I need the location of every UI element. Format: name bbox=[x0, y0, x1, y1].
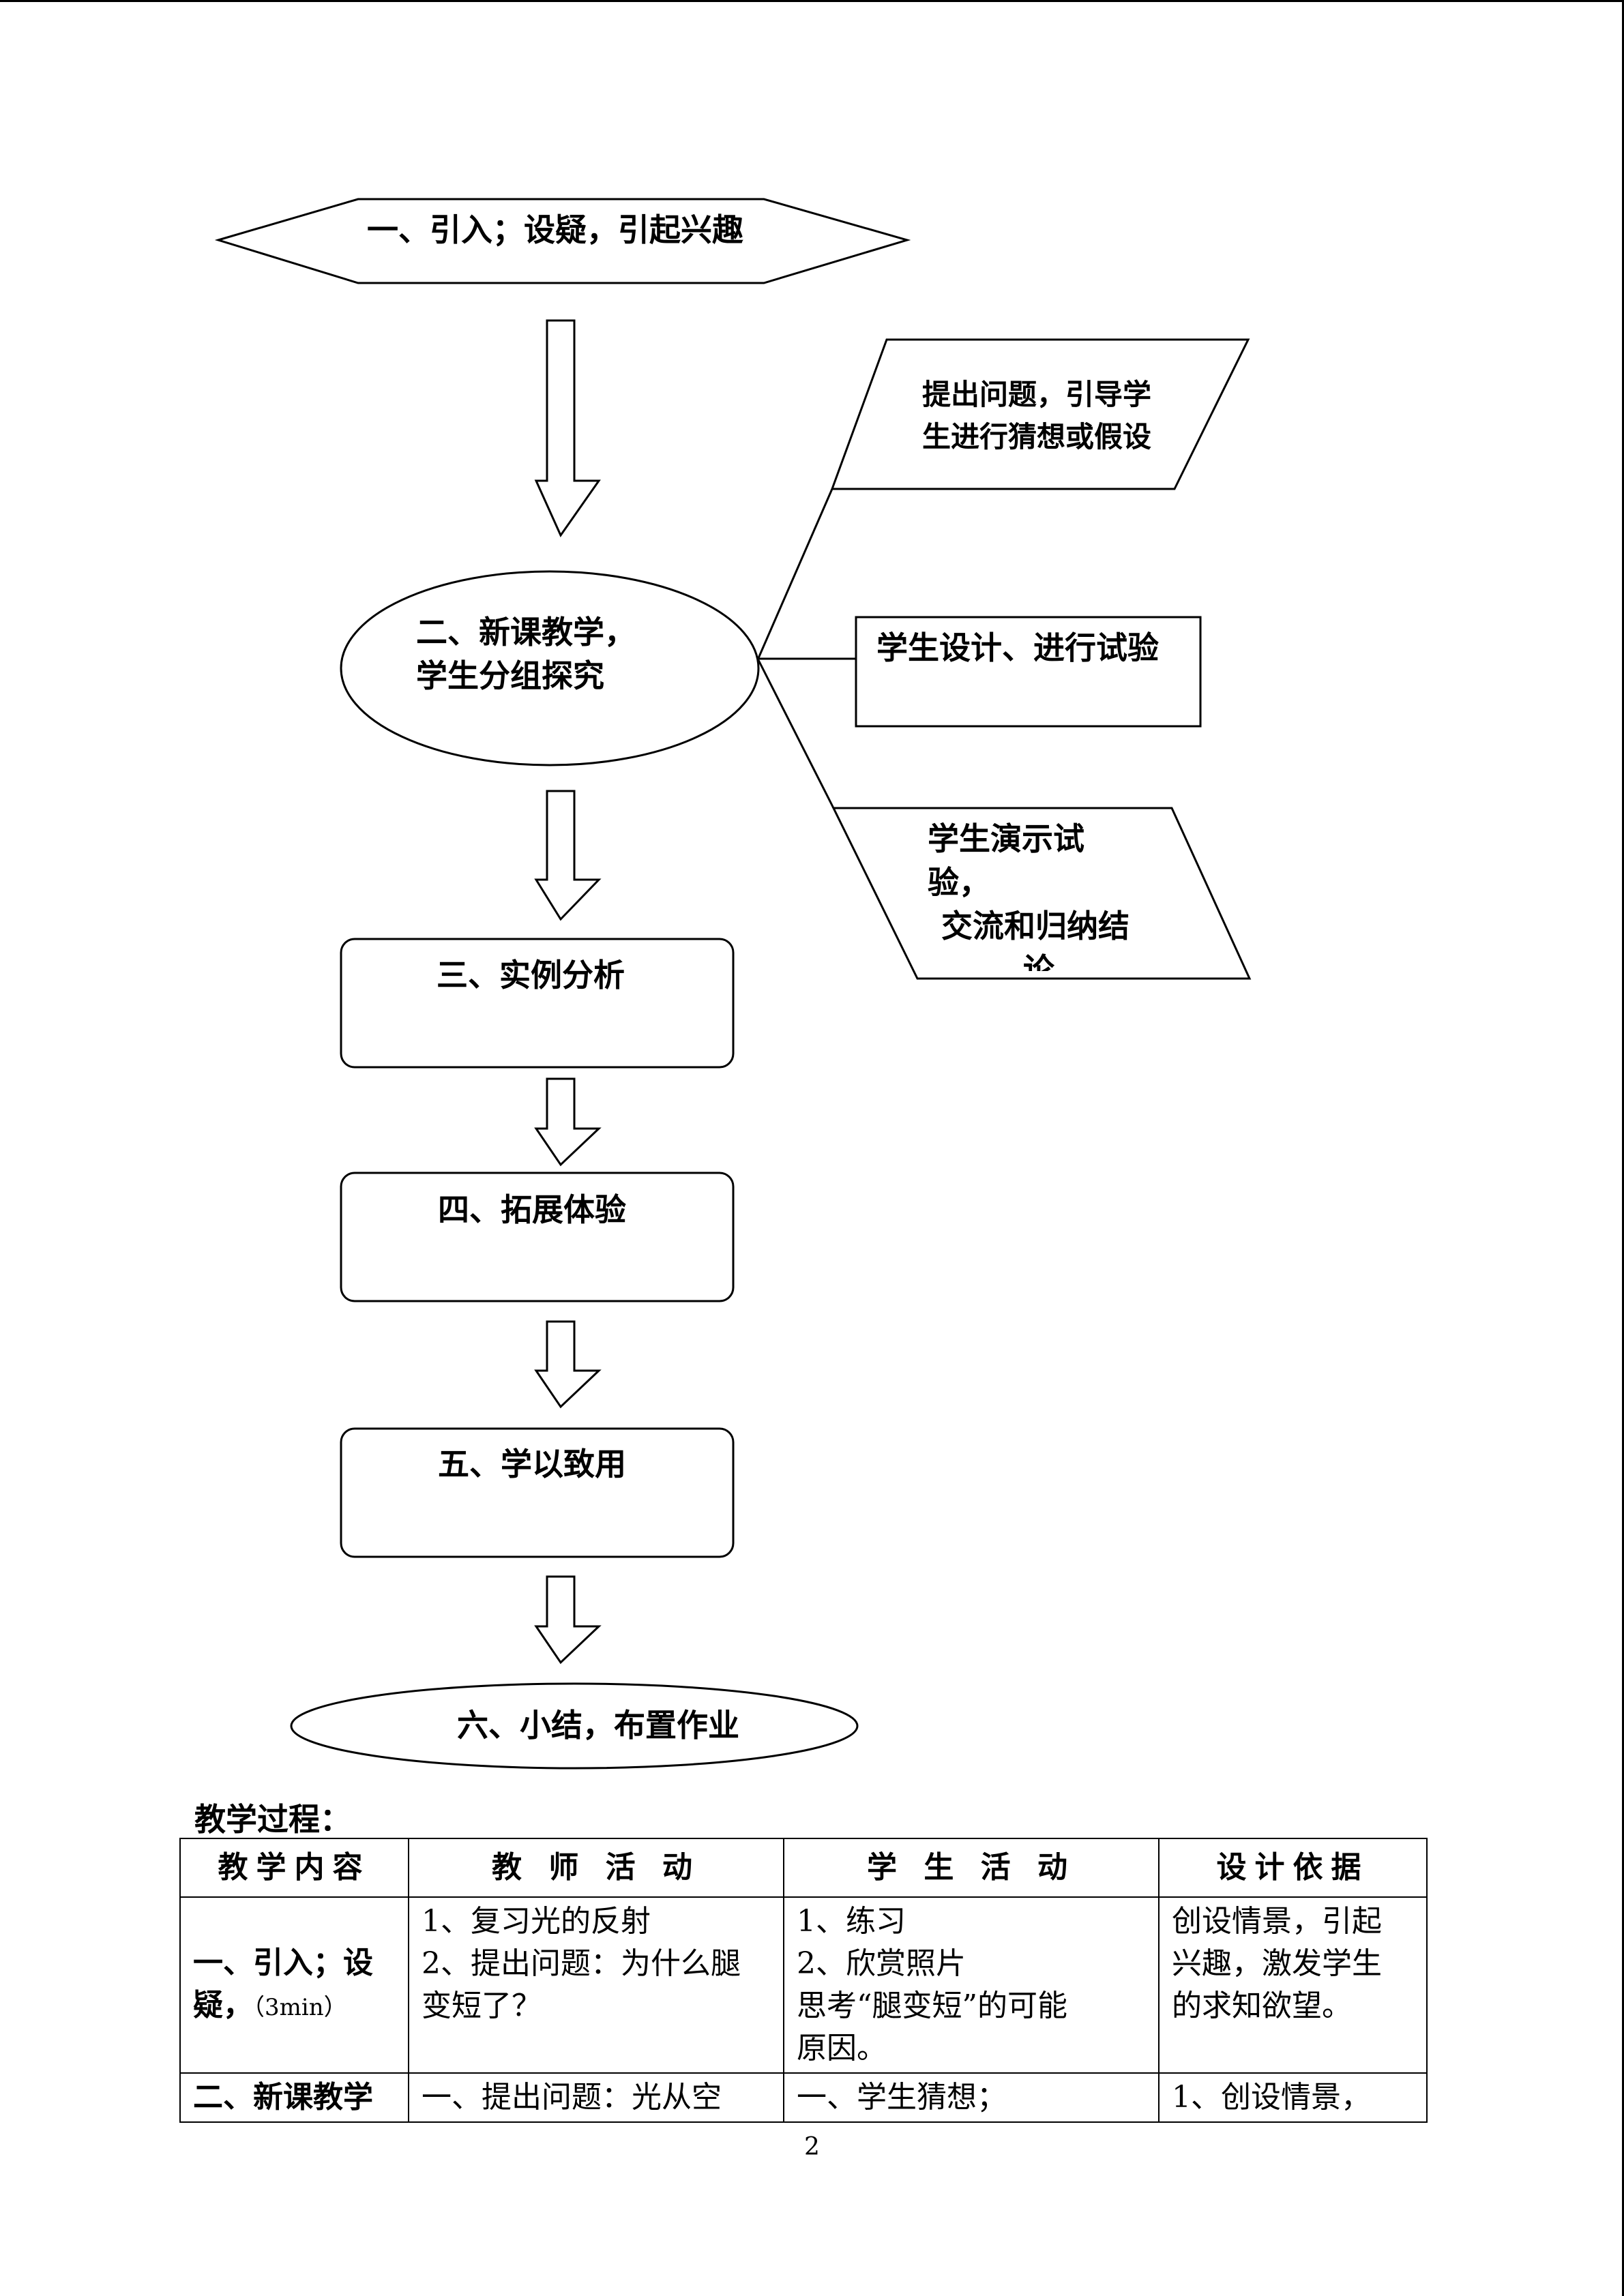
teaching-process-table: 教学内容 教 师 活 动 学 生 活 动 设计依据 一、引入；设疑，（3min）… bbox=[179, 1838, 1428, 2123]
flow-node-case-analysis bbox=[340, 938, 735, 1069]
flow-node-branch-question bbox=[830, 338, 1250, 490]
flow-label-branch-demo: 学生演示试 验， 交流和归纳结 论 bbox=[928, 820, 1130, 971]
row1-teacher: 1、复习光的反射 2、提出问题：为什么腿 变短了？ bbox=[408, 1896, 784, 2074]
flow-node-summary bbox=[290, 1682, 859, 1770]
row2-student: 一、学生猜想； bbox=[783, 2072, 1160, 2123]
row2-teacher: 一、提出问题：光从空 bbox=[408, 2072, 784, 2123]
process-title: 教学过程： bbox=[194, 1801, 351, 1838]
row1-student: 1、练习 2、欣赏照片 思考“腿变短”的可能 原因。 bbox=[783, 1896, 1160, 2074]
page-number: 2 bbox=[804, 2133, 820, 2161]
flow-label-new-lesson: 二、新课教学， 学生分组探究 bbox=[416, 614, 636, 694]
flow-label-intro: 一、引入；设疑，引起兴趣 bbox=[367, 211, 743, 248]
flow-label-branch-experiment: 学生设计、进行试验 bbox=[876, 629, 1159, 666]
table-header-row: 教学内容 教 师 活 动 学 生 活 动 设计依据 bbox=[179, 1838, 1428, 1898]
header-basis: 设计依据 bbox=[1158, 1838, 1428, 1898]
connector-branch-1 bbox=[757, 488, 833, 659]
connector-branch-3 bbox=[757, 659, 835, 809]
row2-content: 二、新课教学 bbox=[179, 2072, 409, 2123]
flow-label-extension: 四、拓展体验 bbox=[438, 1191, 626, 1228]
flow-label-summary: 六、小结，布置作业 bbox=[457, 1707, 739, 1744]
flow-arrow-3 bbox=[534, 1077, 602, 1167]
flow-arrow-1 bbox=[534, 319, 601, 538]
flow-node-intro bbox=[214, 198, 911, 284]
flow-node-new-lesson bbox=[340, 570, 760, 766]
flow-node-branch-demo bbox=[831, 807, 1252, 980]
page-edge-top bbox=[0, 0, 1624, 2]
header-teacher: 教 师 活 动 bbox=[408, 1838, 784, 1898]
row2-basis: 1、创设情景， bbox=[1158, 2072, 1428, 2123]
row1-content: 一、引入；设疑，（3min） bbox=[179, 1896, 409, 2074]
teaching-flowchart bbox=[214, 198, 1252, 1770]
header-content: 教学内容 bbox=[179, 1838, 409, 1898]
flow-arrow-4 bbox=[534, 1320, 602, 1409]
page-edge-right bbox=[1622, 0, 1624, 2296]
header-student: 学 生 活 动 bbox=[783, 1838, 1160, 1898]
flow-node-application bbox=[340, 1427, 735, 1558]
flow-node-branch-experiment bbox=[855, 616, 1202, 728]
flow-arrow-2 bbox=[534, 790, 602, 921]
table-row: 二、新课教学 一、提出问题：光从空 一、学生猜想； 1、创设情景， bbox=[179, 2072, 1428, 2123]
flow-node-extension bbox=[340, 1172, 735, 1302]
flow-arrow-5 bbox=[534, 1575, 602, 1665]
flow-label-branch-question: 提出问题，引导学 生进行猜想或假设 bbox=[922, 378, 1152, 453]
row1-basis: 创设情景，引起 兴趣，激发学生 的求知欲望。 bbox=[1158, 1896, 1428, 2074]
table-row: 一、引入；设疑，（3min） 1、复习光的反射 2、提出问题：为什么腿 变短了？… bbox=[179, 1896, 1428, 2074]
flow-label-case-analysis: 三、实例分析 bbox=[437, 957, 625, 994]
flow-label-application: 五、学以致用 bbox=[438, 1446, 626, 1482]
